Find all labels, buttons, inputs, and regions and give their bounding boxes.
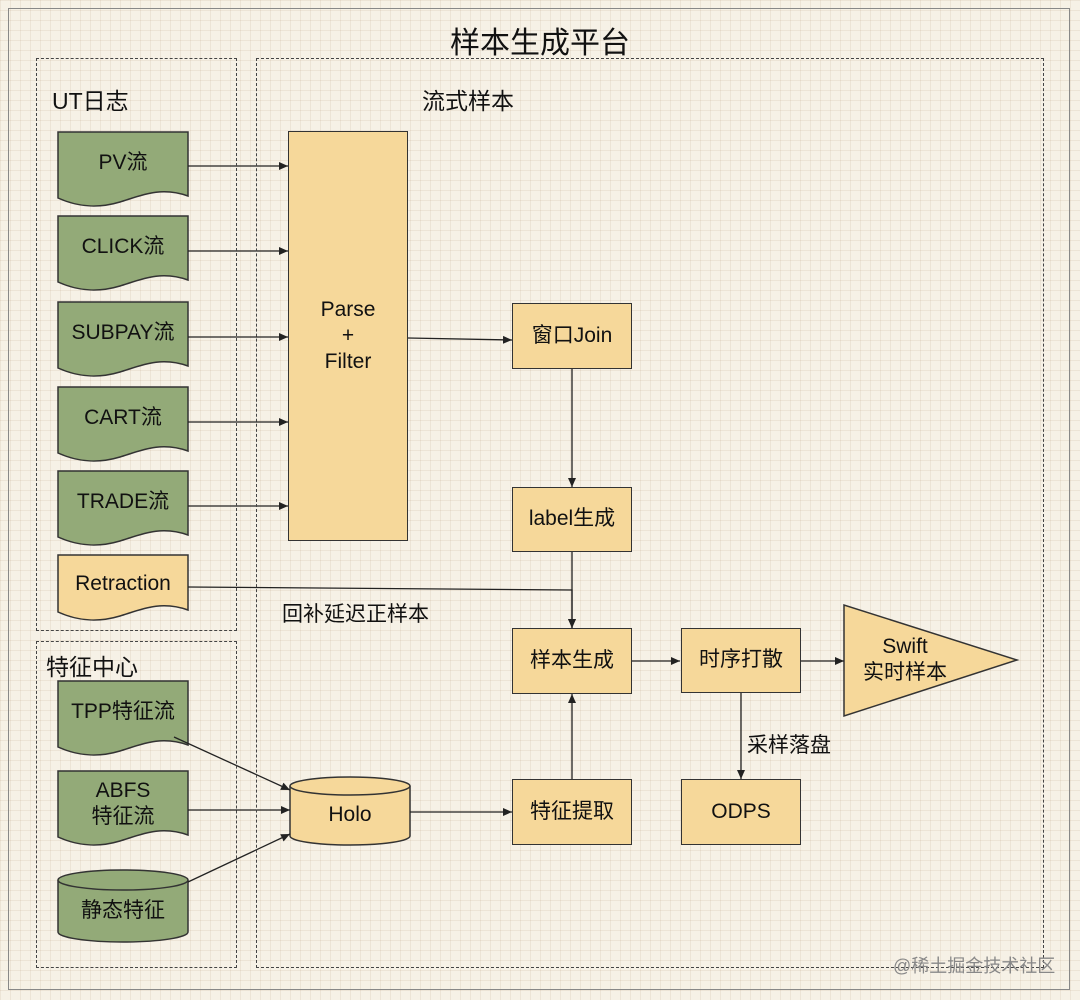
label-gen-box: label生成 [512, 487, 632, 552]
subpay-stream-shape [57, 301, 189, 377]
static-feature-cylinder [57, 869, 189, 943]
shuffle-box: 时序打散 [681, 628, 801, 693]
abfs-stream-shape [57, 770, 189, 846]
edge-parse-join [407, 335, 513, 344]
filter-label: Filter [324, 350, 372, 374]
click-stream-shape [57, 215, 189, 291]
sample-gen-box: 样本生成 [512, 628, 632, 694]
window-join-box: 窗口Join [512, 303, 632, 369]
feature-center-group-title: 特征中心 [46, 654, 138, 680]
odps-box: ODPS [681, 779, 801, 845]
ut-log-group-title: UT日志 [52, 88, 129, 114]
stream-sample-group-title: 流式样本 [422, 88, 514, 114]
page-title: 样本生成平台 [450, 27, 630, 60]
holo-cylinder [289, 776, 411, 846]
trade-stream-shape [57, 470, 189, 546]
feature-center-group [36, 641, 237, 968]
swift-label-line1: Swift [882, 634, 928, 658]
stream-sample-group [256, 58, 1044, 968]
edge-retraction-sample [187, 586, 576, 628]
retraction-stream-shape [57, 554, 189, 621]
tpp-stream-shape [57, 680, 189, 756]
edges [173, 162, 844, 883]
edge-static-holo [187, 833, 291, 883]
pv-stream-shape [57, 131, 189, 207]
parse-label: Parse [320, 297, 376, 321]
feature-extract-box: 特征提取 [512, 779, 632, 845]
ut-log-group [36, 58, 237, 631]
doc-shapes [57, 131, 189, 846]
sampling-edge-label: 采样落盘 [747, 734, 831, 757]
backfill-edge-label: 回补延迟正样本 [282, 603, 429, 626]
parse-filter-box: Parse + Filter [288, 131, 408, 541]
platform-frame [8, 8, 1070, 990]
cart-stream-shape [57, 386, 189, 462]
watermark: @稀土掘金技术社区 [893, 956, 1056, 976]
plus-label: + [341, 323, 355, 347]
swift-label-line2: 实时样本 [863, 661, 947, 684]
swift-label: Swift 实时样本 [846, 625, 964, 695]
edge-tpp-holo [173, 736, 291, 791]
